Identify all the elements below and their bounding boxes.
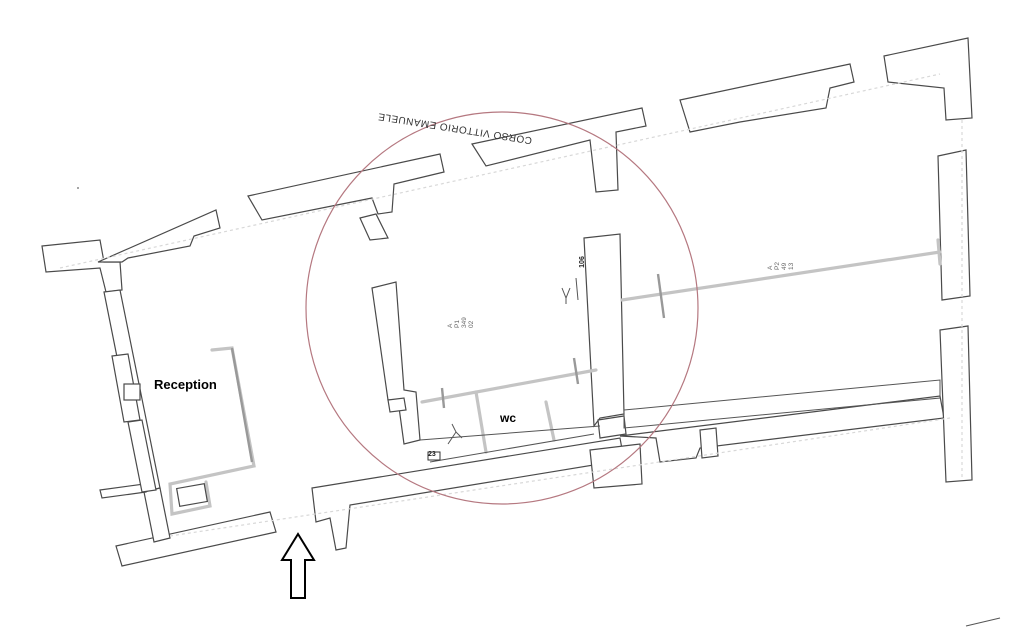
interior-walls	[111, 233, 941, 493]
room-code-center-c: 349	[461, 317, 468, 328]
room-label-reception: Reception	[154, 377, 217, 392]
service-lines	[168, 238, 942, 516]
room-code-center-a: A	[447, 323, 454, 328]
room-code-center-b: P1	[454, 320, 461, 328]
room-code-center-d: 02	[468, 320, 475, 328]
room-code-right-a: A	[767, 265, 774, 270]
room-code-right: A P2 49 13	[767, 262, 795, 270]
small-mark: 23	[428, 451, 436, 458]
wc-fixture-symbol	[427, 423, 463, 461]
room-code-right-c: 49	[781, 262, 788, 270]
building-shell	[41, 37, 973, 567]
highlight-circle	[305, 111, 699, 505]
room-label-wc: wc	[499, 411, 516, 425]
facade-windows	[97, 63, 855, 263]
height-mark: 106	[579, 256, 586, 268]
room-code-center: A P1 349 02	[447, 317, 475, 328]
vent-symbol	[561, 277, 579, 304]
entrance-arrow-icon	[280, 532, 316, 599]
room-code-right-d: 13	[788, 262, 795, 270]
room-code-right-b: P2	[774, 262, 781, 270]
